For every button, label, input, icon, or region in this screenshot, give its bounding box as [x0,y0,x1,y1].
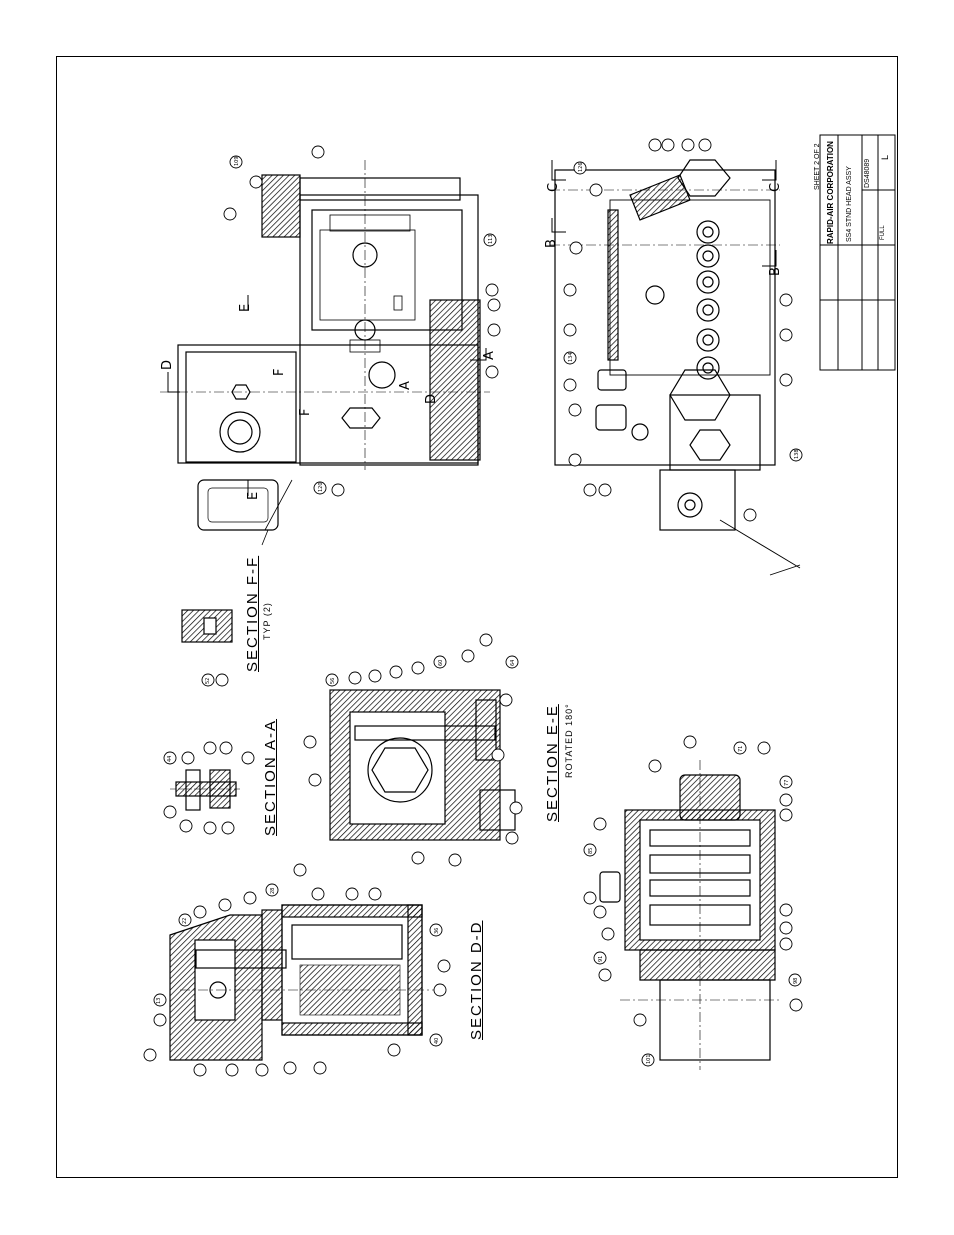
callout-number: 120 [318,482,324,492]
side-assembly-view [550,160,800,575]
callout-number: 101 [646,1054,652,1064]
cut-label-f-bottom: F [298,409,313,416]
section-dd-title: SECTION D-D [468,921,485,1041]
callout-number: 22 [182,918,188,924]
callout-number: 109 [234,156,240,166]
callout-number: 113 [488,234,494,244]
cut-label-f-top: F [272,369,287,376]
callout-number: 71 [738,746,744,752]
section-aa-view [170,770,240,810]
callout-number: 134 [568,352,574,362]
title-block-drawing-title: SS4 STND HEAD ASSY [846,166,853,242]
section-ee-title: SECTION E-E [544,704,561,822]
callout-number: 56 [330,678,336,684]
title-block-sheet: SHEET 2 OF 2 [814,143,821,190]
section-aa-title: SECTION A-A [262,719,279,836]
cut-label-e-bottom: E [246,492,261,500]
section-ff-subtitle: TYP (2) [262,602,272,640]
cut-label-d-top: D [160,360,175,370]
callout-number: 28 [270,888,276,894]
section-ff-view [182,610,232,642]
section-ee-subtitle: ROTATED 180° [564,703,574,778]
title-block-drawing-number: DS48089 [864,159,871,188]
center-section-view [330,690,515,840]
section-ff-title: SECTION F-F [244,556,261,672]
section-dd-view [170,905,440,1060]
cut-label-d-bottom: D [424,394,439,404]
cut-label-e-top: E [238,304,253,312]
cut-label-b-bottom: B [768,267,783,276]
title-block-company: RAPID-AIR CORPORATION [826,141,835,244]
callout-number: 44 [167,756,173,762]
title-block-revision: L [880,155,890,160]
callout-number: 64 [510,660,516,666]
callout-number: 36 [434,928,440,934]
callout-number: 98 [793,978,799,984]
callout-number: 60 [438,660,444,666]
cut-label-c-top: C [546,183,561,192]
callout-number: 77 [784,780,790,786]
title-block-scale: FULL [880,225,886,240]
section-ee-view [600,760,780,1070]
callout-number: 52 [205,678,211,684]
callout-number: 85 [588,848,594,854]
callout-number: 91 [598,956,604,962]
cut-label-b-top: B [544,239,559,248]
cut-label-a-top: A [398,381,413,390]
callout-number: 126 [578,162,584,172]
callout-number: 40 [434,1038,440,1044]
callout-number: 138 [794,449,800,459]
cut-label-c-bottom: C [768,183,783,192]
callout-number: 13 [156,998,162,1004]
cut-label-a-bottom: A [482,351,497,360]
